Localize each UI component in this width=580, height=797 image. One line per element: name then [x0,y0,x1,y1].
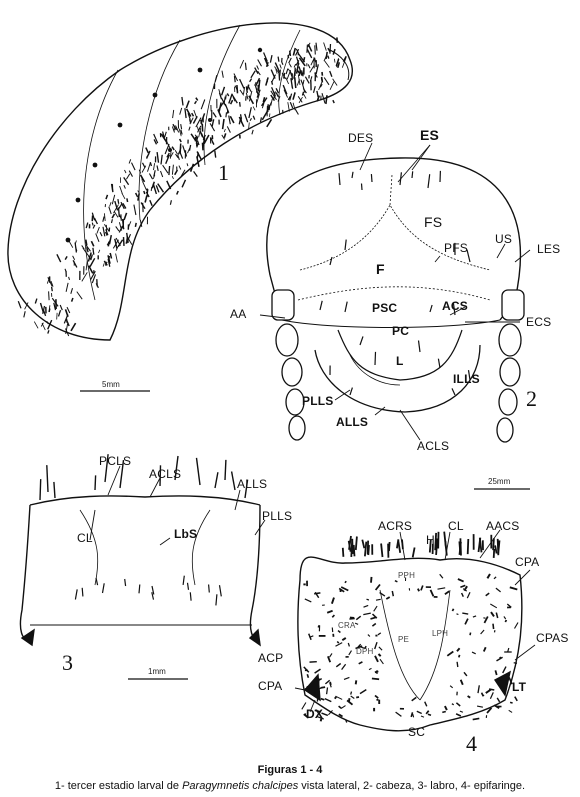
label-pph: PPH [398,571,416,580]
label-dph: DPH [356,647,374,656]
figure-title: Figuras 1 - 4 [257,764,323,776]
label-plls: PLLS [302,394,334,408]
label-lt: LT [512,680,527,694]
labrum [19,495,261,647]
panel1-number: 1 [218,160,229,185]
head-setae [319,170,471,396]
label-us: US [495,232,513,246]
label-plls-labrum: PLLS [262,509,293,523]
label-acs: ACS [442,299,468,313]
label-cpa-left: CPA [258,679,283,693]
label-lbs: LbS [174,527,198,541]
label-sc: SC [408,725,426,739]
left-antenna [271,289,306,441]
caption-prefix: 1- tercer estadio larval de [54,780,183,792]
label-les: LES [537,242,561,256]
head-capsule [266,157,522,413]
label-acrs: ACRS [378,519,413,533]
label-cpas: CPAS [536,631,569,645]
panel3-number: 3 [62,650,73,675]
panel2-leader-lines [259,142,531,441]
label-cl-epi: CL [448,519,464,533]
label-l: L [396,354,404,368]
label-f: F [376,261,385,277]
panel3-leader-lines [89,465,266,546]
label-ecs: ECS [526,315,552,329]
label-aa: AA [230,307,247,321]
epipharynx-setae [301,531,519,723]
label-cl-labrum: CL [77,531,93,545]
larva-lateral-view [7,22,354,341]
label-lph: LPH [432,629,449,638]
label-cpa-top: CPA [515,555,540,569]
panel2-scale-label: 25mm [488,477,511,486]
epipharynx [297,556,523,732]
panel1-scale-label: 5mm [102,380,120,389]
label-pfs: PFS [444,241,468,255]
figure-caption: 1- tercer estadio larval de Paragymnetis… [0,780,580,792]
caption-suffix: vista lateral, 2- cabeza, 3- labro, 4- e… [298,780,526,792]
figure-artwork [7,22,536,732]
label-fs: FS [424,214,443,230]
label-acls-labrum: ACLS [149,467,182,481]
panel2-number: 2 [526,386,537,411]
label-cra: CRA [338,621,356,630]
label-dx: DX [306,707,324,721]
right-antenna [496,289,525,443]
labrum-setae [39,454,249,606]
label-h: H [426,533,435,547]
label-des: DES [348,131,374,145]
label-psc: PSC [372,301,398,315]
label-aacs: AACS [486,519,520,533]
label-alls-labrum: ALLS [237,477,268,491]
panel3-scale-label: 1mm [148,667,166,676]
label-pcls: PCLS [99,454,132,468]
label-pc: PC [392,324,410,338]
label-acp: ACP [258,651,284,665]
label-acls-head: ACLS [417,439,450,453]
label-alls: ALLS [336,415,369,429]
panel4-number: 4 [466,731,477,756]
panel4-leader-lines [294,529,536,713]
label-ills: ILLS [453,372,480,386]
label-es: ES [420,127,440,143]
caption-species: Paragymnetis chalcipes [182,780,299,792]
label-pe: PE [398,635,410,644]
